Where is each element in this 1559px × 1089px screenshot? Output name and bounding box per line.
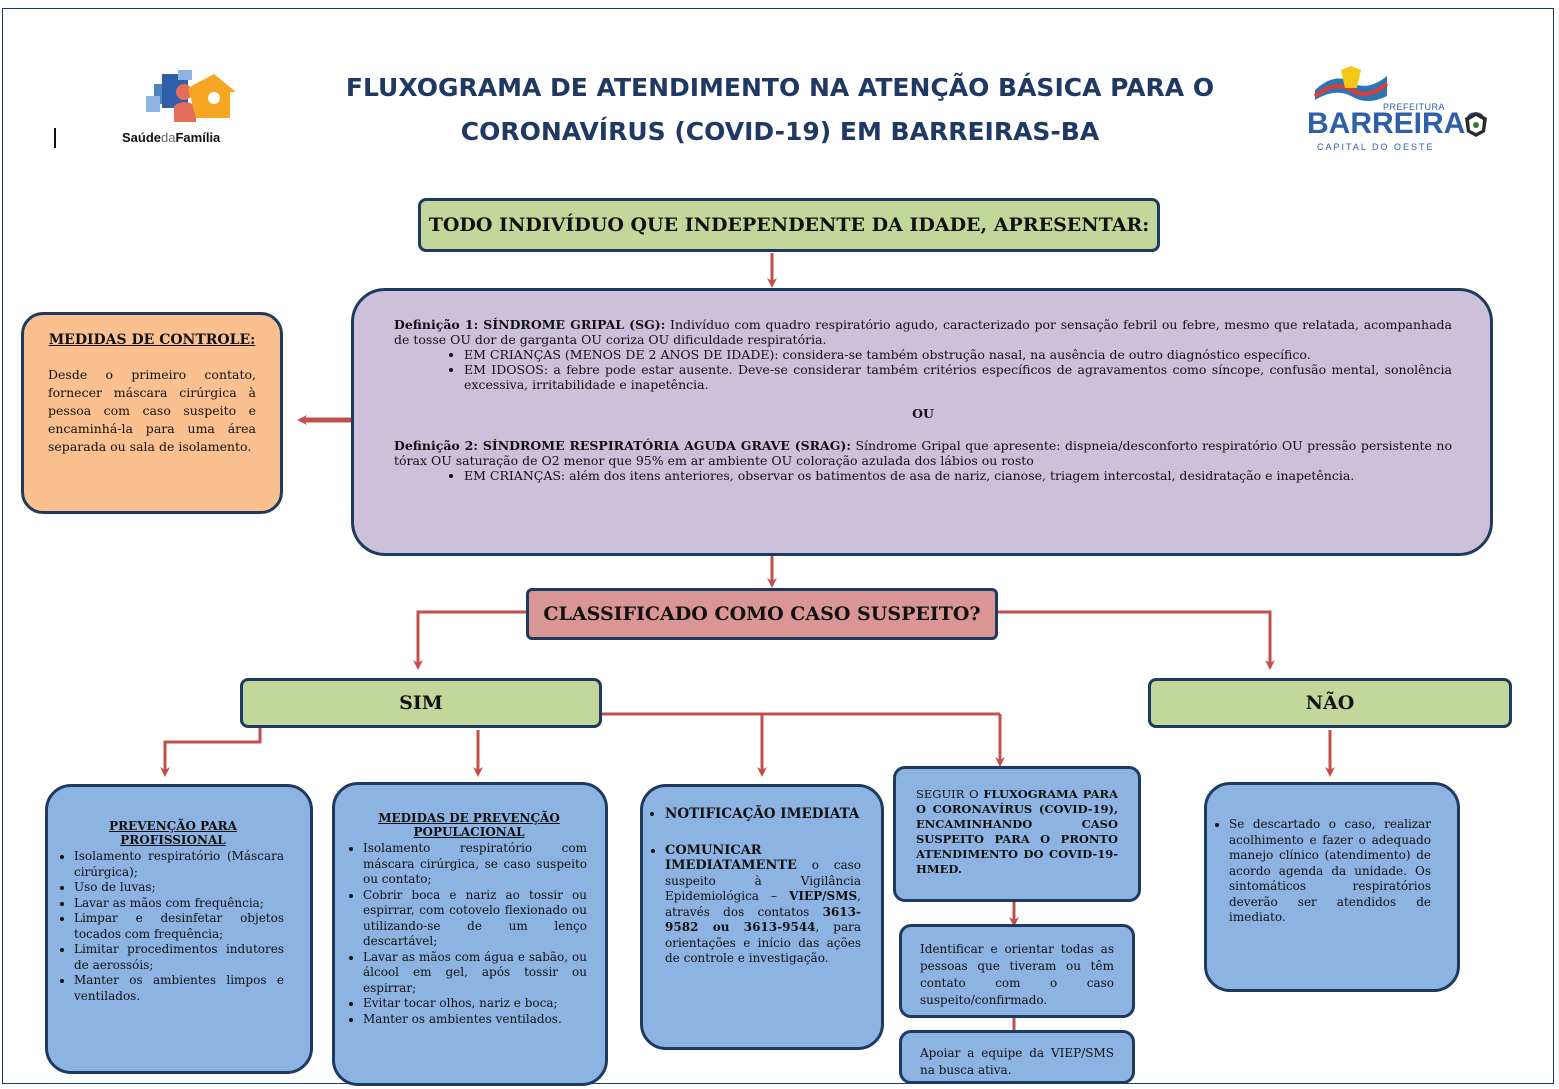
no-box: NÃO: [1148, 678, 1512, 728]
notification-item: NOTIFICAÇÃO IMEDIATA: [665, 806, 861, 823]
notification-list: NOTIFICAÇÃO IMEDIATA COMUNICAR IMEDIATAM…: [653, 806, 861, 967]
control-measures-text: Desde o primeiro contato, fornecer másca…: [48, 367, 256, 454]
start-condition-box: TODO INDIVÍDUO QUE INDEPENDENTE DA IDADE…: [418, 198, 1160, 252]
definition-1-bullet: EM CRIANÇAS (MENOS DE 2 ANOS DE IDADE): …: [464, 347, 1452, 362]
population-prevention-box: MEDIDAS DE PREVENÇÃO POPULACIONAL Isolam…: [332, 782, 608, 1086]
professional-prevention-box: PREVENÇÃO PARA PROFISSIONAL Isolamento r…: [45, 784, 313, 1074]
line-question-left: [413, 610, 527, 670]
definition-2-bullet: EM CRIANÇAS: além dos itens anteriores, …: [464, 468, 1452, 483]
or-separator: OU: [912, 406, 934, 421]
page-frame: [2, 8, 1554, 1084]
list-item: Isolamento respiratório com máscara cirú…: [363, 841, 587, 888]
yes-box: SIM: [240, 678, 602, 728]
title-line-2: CORONAVÍRUS (COVID-19) EM BARREIRAS-BA: [460, 117, 1100, 146]
definition-1-label: Definição 1: SÍNDROME GRIPAL (SG):: [394, 317, 666, 332]
list-item: Uso de luvas;: [74, 880, 284, 896]
line-question-right: [998, 610, 1275, 670]
notification-item: COMUNICAR IMEDIATAMENTE o caso suspeito …: [665, 843, 861, 967]
definition-1: Definição 1: SÍNDROME GRIPAL (SG): Indiv…: [394, 317, 1452, 347]
suspect-case-question-box: CLASSIFICADO COMO CASO SUSPEITO?: [526, 588, 998, 640]
professional-prevention-list: Isolamento respiratório (Máscara cirúrgi…: [62, 849, 284, 1004]
list-item: Isolamento respiratório (Máscara cirúrgi…: [74, 849, 284, 880]
definition-2-bullets: EM CRIANÇAS: além dos itens anteriores, …: [394, 468, 1452, 483]
prefeitura-barreiras-logo: PREFEITURA BARREIRAS CAPITAL DO OESTE: [1305, 66, 1493, 154]
logo-prefeitura-text: PREFEITURA: [1383, 102, 1446, 112]
definition-2-text: Síndrome Gripal que apresente: dispneia/…: [394, 438, 1452, 468]
logo-text-familia: Família: [175, 130, 221, 145]
control-measures-title: MEDIDAS DE CONTROLE:: [48, 332, 256, 348]
city-crest-icon: [1465, 112, 1487, 137]
logo-tagline-text: CAPITAL DO OESTE: [1317, 142, 1435, 152]
list-item: Limpar e desinfetar objetos tocados com …: [74, 911, 284, 942]
notification-box: NOTIFICAÇÃO IMEDIATA COMUNICAR IMEDIATAM…: [640, 784, 884, 1050]
discarded-case-list: Se descartado o caso, realizar acolhimen…: [1217, 817, 1431, 926]
list-item: Evitar tocar olhos, nariz e boca;: [363, 996, 587, 1012]
logo-text-da: da: [161, 130, 176, 145]
definition-2: Definição 2: SÍNDROME RESPIRATÓRIA AGUDA…: [394, 438, 1452, 468]
logo-city-text: BARREIRAS: [1307, 107, 1486, 140]
title-line-1: FLUXOGRAMA DE ATENDIMENTO NA ATENÇÃO BÁS…: [345, 73, 1215, 102]
definition-1-bullets: EM CRIANÇAS (MENOS DE 2 ANOS DE IDADE): …: [394, 347, 1452, 392]
list-item: Manter os ambientes limpos e ventilados.: [74, 973, 284, 1004]
list-item: Lavar as mãos com frequência;: [74, 896, 284, 912]
list-item: Se descartado o caso, realizar acolhimen…: [1229, 817, 1431, 926]
definition-1-bullet: EM IDOSOS: a febre pode estar ausente. D…: [464, 362, 1452, 392]
list-item: Manter os ambientes ventilados.: [363, 1012, 587, 1028]
discarded-case-box: Se descartado o caso, realizar acolhimen…: [1204, 782, 1460, 992]
logo-text-saude: Saúde: [122, 130, 162, 145]
flag-emblem-icon: [1313, 66, 1389, 101]
professional-prevention-title: PREVENÇÃO PARA PROFISSIONAL: [109, 819, 237, 847]
text-cursor-mark: [54, 128, 56, 148]
definition-1-text: Indivíduo com quadro respiratório agudo,…: [394, 317, 1452, 347]
page-title: FLUXOGRAMA DE ATENDIMENTO NA ATENÇÃO BÁS…: [290, 66, 1270, 154]
population-prevention-title: MEDIDAS DE PREVENÇÃO POPULACIONAL: [378, 811, 560, 839]
saude-da-familia-logo: SaúdedaFamília: [118, 66, 258, 150]
control-measures-box: MEDIDAS DE CONTROLE: Desde o primeiro co…: [21, 312, 283, 514]
definition-2-label: Definição 2: SÍNDROME RESPIRATÓRIA AGUDA…: [394, 438, 851, 453]
list-item: Limitar procedimentos indutores de aeros…: [74, 942, 284, 973]
support-team-box: Apoiar a equipe da VIEP/SMS na busca ati…: [899, 1030, 1135, 1084]
definitions-box: Definição 1: SÍNDROME GRIPAL (SG): Indiv…: [351, 288, 1493, 556]
list-item: Cobrir boca e nariz ao tossir ou espirra…: [363, 888, 587, 950]
follow-text-a: SEGUIR O: [916, 787, 984, 801]
list-item: Lavar as mãos com água e sabão, ou álcoo…: [363, 950, 587, 997]
family-house-icon: [146, 70, 236, 122]
follow-text-b: FLUXOGRAMA PARA O CORONAVÍRUS (COVID-19)…: [916, 787, 1119, 876]
population-prevention-list: Isolamento respiratório com máscara cirú…: [351, 841, 587, 1027]
arrow-sim-to-prof: [160, 727, 262, 777]
follow-flowchart-box: SEGUIR O FLUXOGRAMA PARA O CORONAVÍRUS (…: [893, 766, 1141, 902]
identify-contacts-box: Identificar e orientar todas as pessoas …: [899, 924, 1135, 1018]
